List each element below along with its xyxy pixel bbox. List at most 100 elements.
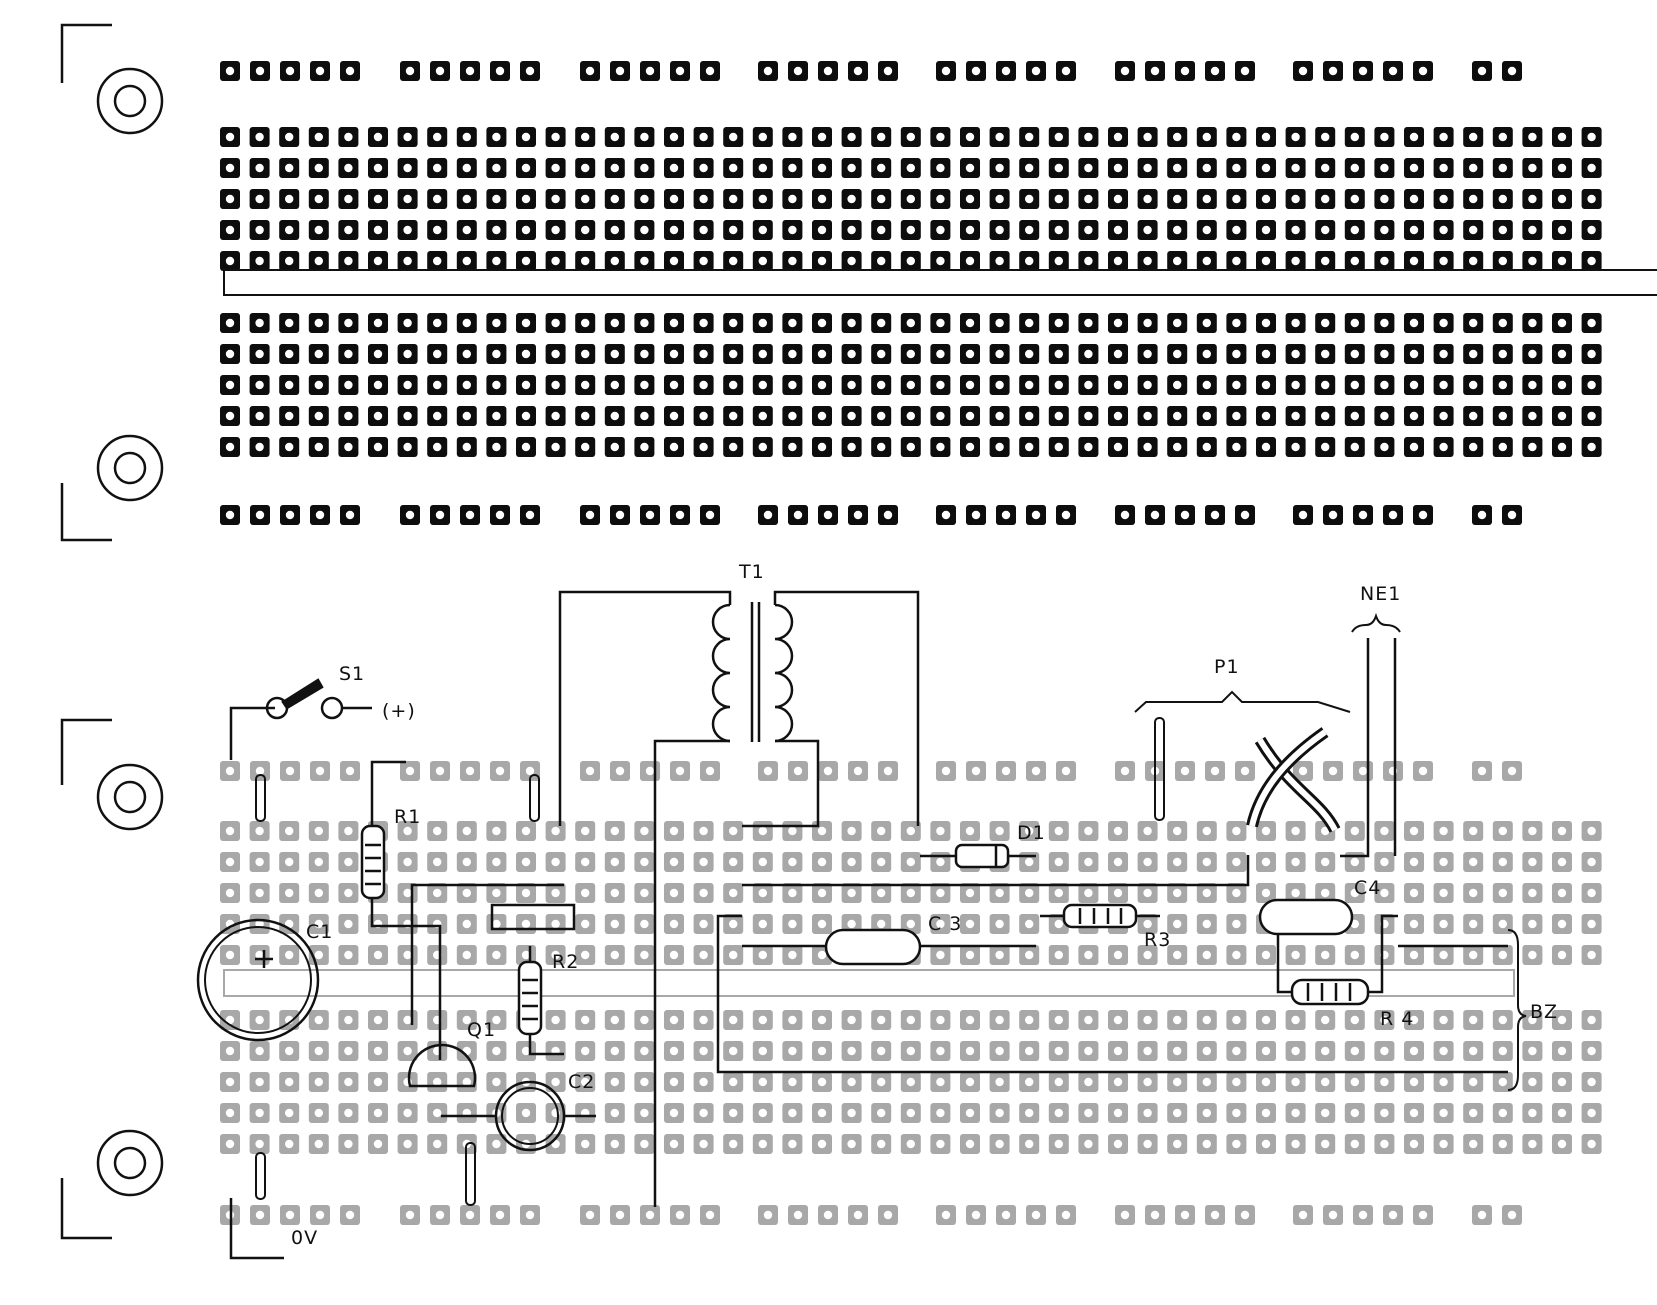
label-r3: R3 — [1144, 929, 1171, 951]
hole-center — [729, 225, 738, 235]
hole-center — [1143, 349, 1152, 359]
hole-center — [877, 256, 886, 266]
hole-center — [1261, 950, 1271, 960]
hole-center — [255, 1015, 264, 1025]
component-labels: T1 S1 (+) R1 C1 R2 Q1 C2 D1 C 3 R3 P1 NE… — [291, 561, 1557, 1249]
hole-center — [1084, 225, 1093, 235]
hole-center — [1173, 163, 1182, 173]
hole-center — [936, 826, 945, 836]
hole-center — [965, 1108, 975, 1118]
label-p1: P1 — [1214, 656, 1240, 678]
hole-center — [1113, 1139, 1123, 1149]
hole-center — [1498, 857, 1508, 867]
hole-center — [1439, 1015, 1448, 1025]
hole-center — [225, 1015, 235, 1025]
hole-center — [699, 411, 708, 421]
hole-center — [1350, 919, 1360, 929]
hole-center — [225, 826, 235, 836]
hole-center — [1439, 1108, 1448, 1118]
hole-center — [1587, 1139, 1596, 1149]
hole-center — [1061, 766, 1071, 776]
hole-center — [847, 1015, 856, 1025]
hole-center — [1418, 66, 1428, 76]
hole-center — [462, 225, 471, 235]
hole-center — [1180, 1210, 1190, 1220]
hole-center — [906, 380, 915, 390]
hole-center — [1150, 66, 1160, 76]
hole-center — [1291, 132, 1300, 142]
hole-center — [285, 256, 294, 266]
hole-center — [314, 1046, 323, 1056]
hole-center — [1061, 66, 1071, 76]
wire-return — [716, 914, 1508, 1074]
hole-center — [1232, 411, 1241, 421]
hole-center — [758, 1046, 767, 1056]
hole-center — [817, 1077, 827, 1087]
hole-center — [225, 1108, 235, 1118]
hole-center — [936, 256, 945, 266]
buzzer-leads — [1398, 929, 1527, 1091]
hole-center — [433, 194, 442, 204]
hole-center — [462, 919, 471, 929]
hole-center — [255, 826, 264, 836]
hole-center — [1298, 1210, 1308, 1220]
hole-center — [817, 411, 827, 421]
hole-center — [817, 194, 827, 204]
hole-center — [1528, 1108, 1537, 1118]
hole-center — [853, 66, 863, 76]
hole-center — [1409, 318, 1419, 328]
hole-center — [640, 1139, 649, 1149]
hole-center — [581, 163, 590, 173]
hole-center — [788, 950, 797, 960]
center-channel — [223, 269, 1657, 296]
hole-center — [1143, 163, 1152, 173]
hole-center — [1173, 194, 1182, 204]
hole-center — [699, 826, 708, 836]
hole-center — [521, 163, 531, 173]
hole-center — [1528, 194, 1537, 204]
hole-center — [1321, 194, 1330, 204]
hole-center — [1409, 857, 1419, 867]
circuit-layout — [196, 590, 1527, 1260]
hole-center — [492, 826, 501, 836]
hole-center — [1528, 857, 1537, 867]
hole-center — [1084, 826, 1093, 836]
hole-center — [1498, 1108, 1508, 1118]
hole-center — [669, 194, 679, 204]
hole-center — [1113, 380, 1123, 390]
hole-center — [344, 1015, 353, 1025]
hole-center — [817, 442, 827, 452]
hole-center — [492, 1077, 501, 1087]
hole-center — [965, 442, 975, 452]
hole-center — [1469, 163, 1478, 173]
hole-center — [1321, 1108, 1330, 1118]
hole-center — [699, 1015, 708, 1025]
hole-center — [1350, 256, 1360, 266]
hole-center — [1350, 1046, 1360, 1056]
hole-center — [1084, 1077, 1093, 1087]
hole-center — [1202, 194, 1212, 204]
hole-center — [965, 1046, 975, 1056]
hole-center — [1409, 1108, 1419, 1118]
hole-center — [433, 888, 442, 898]
hole-center — [1173, 1139, 1182, 1149]
hole-center — [1477, 66, 1487, 76]
hole-center — [521, 194, 531, 204]
hole-center — [669, 1015, 679, 1025]
hole-center — [995, 888, 1004, 898]
hole-center — [847, 919, 856, 929]
hole-center — [1409, 442, 1419, 452]
hole-center — [314, 194, 323, 204]
hole-center — [699, 349, 708, 359]
hole-center — [1291, 1139, 1300, 1149]
hole-center — [1587, 888, 1596, 898]
hole-center — [403, 1015, 412, 1025]
hole-center — [1113, 256, 1123, 266]
hole-center — [1291, 1108, 1300, 1118]
hole-center — [1439, 950, 1448, 960]
hole-center — [462, 132, 471, 142]
hole-center — [581, 256, 590, 266]
hole-center — [847, 1077, 856, 1087]
hole-center — [1469, 318, 1478, 328]
hole-center — [699, 888, 708, 898]
